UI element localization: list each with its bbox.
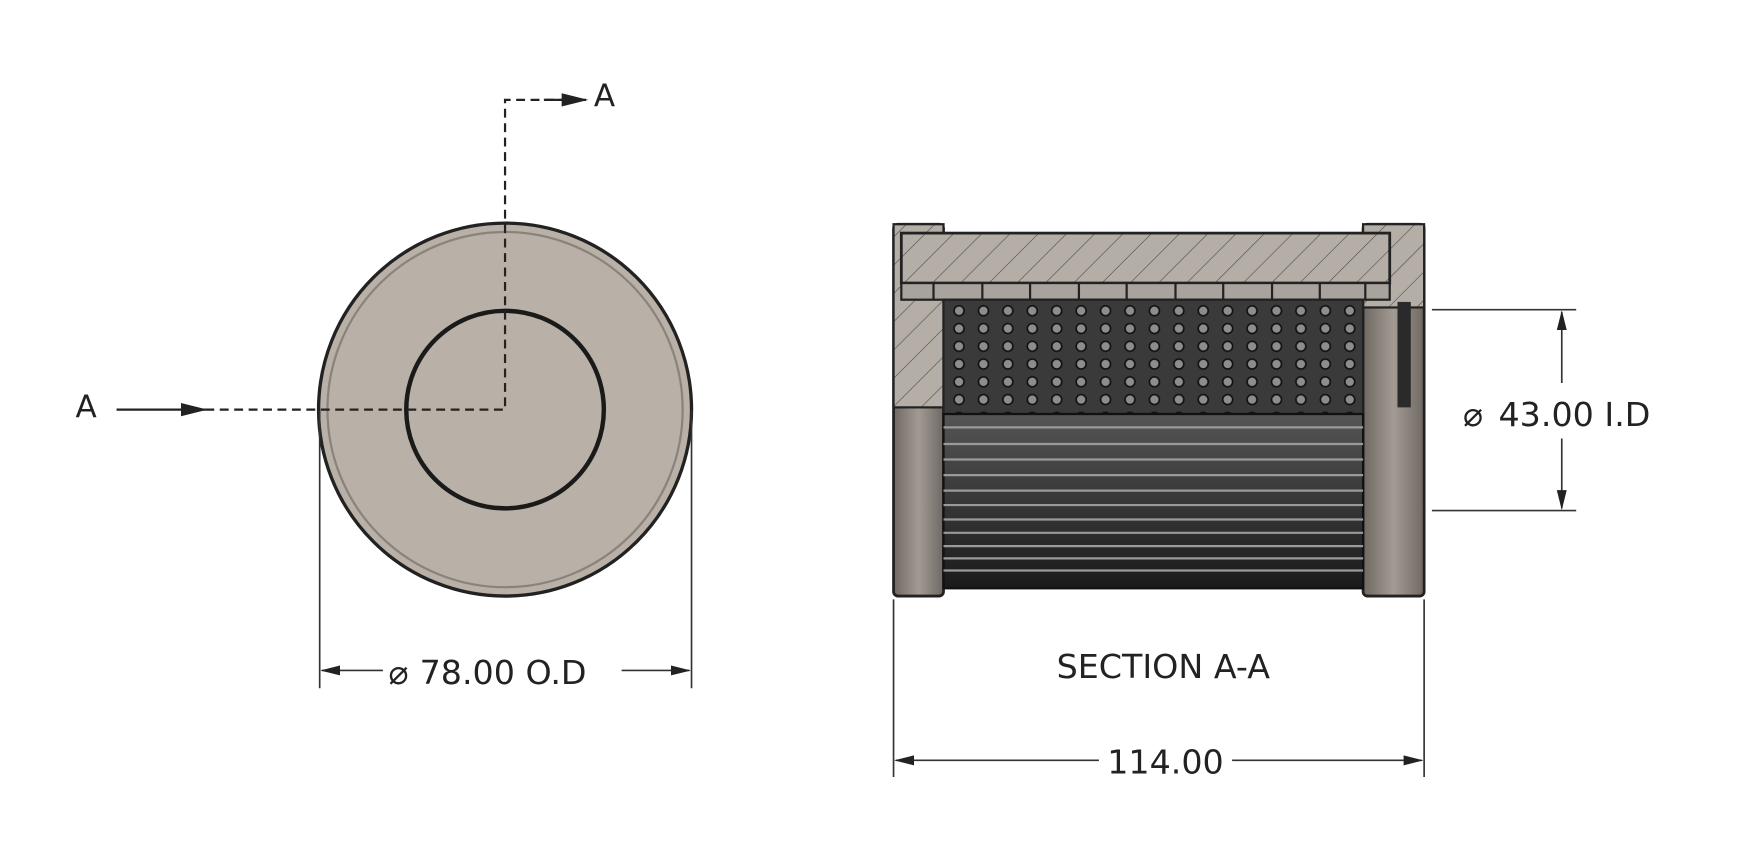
- section-title: SECTION A-A: [1057, 647, 1271, 686]
- outer-circle: [316, 221, 694, 598]
- od-dimension-symbol: ⌀: [389, 653, 409, 692]
- id-dimension-symbol: ⌀: [1463, 395, 1483, 434]
- perforated-core: [942, 298, 1365, 416]
- section-label-top: A: [594, 79, 615, 115]
- section-line: [205, 98, 578, 411]
- front-view: A A ⌀ 78.00 O.D: [75, 79, 694, 692]
- pleated-media: [942, 412, 1365, 590]
- section-label-left: A: [75, 389, 96, 425]
- section-view: ⌀ 43.00 I.D SECTION A-A 114.00: [892, 222, 1651, 782]
- od-dimension: 78.00 O.D: [420, 653, 587, 692]
- top-wall-section: [899, 231, 1392, 285]
- length-dimension: 114.00: [1107, 743, 1224, 782]
- id-dimension: 43.00 I.D: [1499, 395, 1651, 434]
